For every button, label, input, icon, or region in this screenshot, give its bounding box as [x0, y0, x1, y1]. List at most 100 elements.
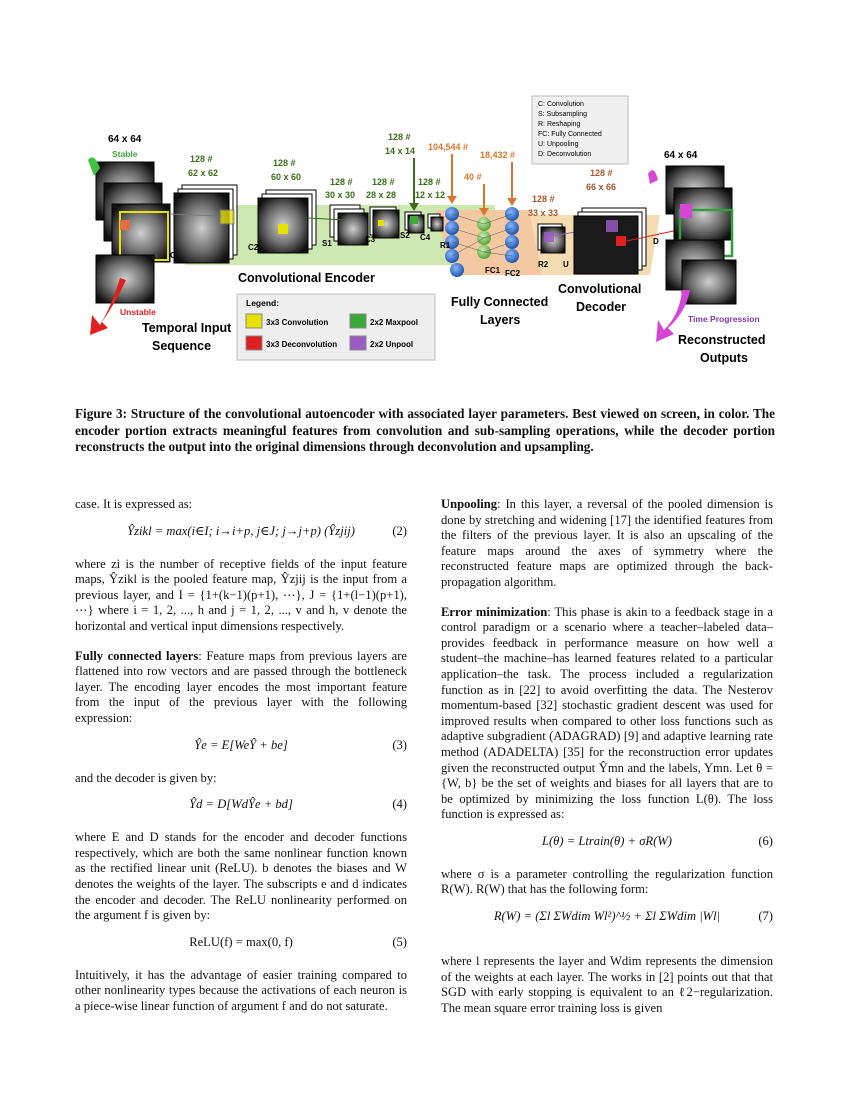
legend-unpool: 2x2 Unpool [370, 340, 413, 349]
key-item-4: U: Unpooling [538, 141, 579, 148]
legend-deconv: 3x3 Deconvolution [266, 340, 337, 349]
equation-6: L(θ) = Ltrain(θ) + σR(W) (6) [441, 831, 773, 859]
r1-label: R1 [440, 241, 451, 250]
legend-maxpool-swatch [349, 313, 367, 329]
key-item-2: R: Reshaping [538, 121, 581, 128]
equation-5-body: ReLU(f) = max(0, f) [189, 934, 293, 949]
dec-depth-1: 128 # [532, 194, 555, 204]
left-p3: where E and D stands for the encoder and… [75, 830, 407, 923]
autoencoder-figure: 64 x 64 Stable Unstable Temporal Input S… [88, 95, 766, 365]
unpool-paragraph: Unpooling: In this layer, a reversal of … [441, 497, 773, 591]
time-label: Time Progression [688, 314, 760, 324]
s1-label: S1 [322, 239, 332, 248]
legend: Legend: 3x3 Convolution 2x2 Maxpool 3x3 … [236, 293, 436, 361]
decoder-stack [573, 207, 647, 275]
c4-depth: 128 # [418, 177, 441, 187]
equation-2-number: (2) [392, 523, 407, 538]
c3-depth: 128 # [372, 177, 395, 187]
d-label: D [653, 237, 659, 246]
dec-size-1: 33 x 33 [528, 208, 558, 218]
output-title-1: Reconstructed [678, 333, 766, 347]
r2-label: R2 [538, 260, 549, 269]
equation-3-number: (3) [392, 737, 407, 752]
right-column: Unpooling: In this layer, a reversal of … [441, 497, 773, 1016]
u-label: U [563, 260, 569, 269]
s1-depth: 128 # [330, 177, 353, 187]
c3-size: 28 x 28 [366, 190, 396, 200]
c3-stack [369, 206, 400, 239]
key-item-1: S: Subsampling [538, 111, 587, 118]
s1-size: 30 x 30 [325, 190, 355, 200]
error-text: : This phase is akin to a feedback stage… [441, 604, 773, 822]
c4-stack [427, 213, 444, 232]
equation-4-body: Ŷd = D[WdŶe + bd] [189, 797, 293, 812]
stable-label: Stable [112, 149, 138, 159]
c4-size: 12 x 12 [415, 190, 445, 200]
c1-stack [173, 184, 238, 264]
equation-7-body: R(W) = (Σl ΣWdim Wl²)^½ + Σl ΣWdim |Wl| [493, 909, 721, 924]
key-item-0: C: Convolution [538, 101, 584, 108]
equation-7: R(W) = (Σl ΣWdim Wl²)^½ + Σl ΣWdim |Wl| … [441, 906, 773, 946]
abbreviation-key [531, 95, 629, 165]
time-arrow-top [648, 170, 658, 184]
left-column: case. It is expressed as: Ŷzikl = max(i∈… [75, 497, 407, 1014]
equation-3: Ŷe = E[WeŶ + be] (3) [75, 735, 407, 763]
stable-arrow [88, 157, 100, 176]
dec-title-2: Decoder [576, 300, 626, 314]
dec-title-1: Convolutional [558, 282, 641, 296]
fc-title-2: Layers [480, 313, 520, 327]
error-paragraph: Error minimization: This phase is akin t… [441, 605, 773, 823]
equation-5: ReLU(f) = max(0, f) (5) [75, 932, 407, 960]
output-stack [665, 165, 737, 305]
c2-depth: 128 # [273, 158, 296, 168]
legend-unpool-swatch [349, 335, 367, 351]
r2-stack [537, 223, 566, 254]
fc-n1: 104,544 # [428, 142, 468, 152]
left-fc-paragraph: Fully connected layers: Feature maps fro… [75, 649, 407, 727]
figure-caption: Figure 3: Structure of the convolutional… [75, 406, 775, 454]
key-item-5: D: Deconvolution [538, 151, 591, 158]
s2-size: 14 x 14 [385, 146, 415, 156]
output-size: 64 x 64 [664, 150, 698, 161]
equation-4-number: (4) [392, 797, 407, 812]
equation-6-number: (6) [758, 833, 773, 848]
equation-6-body: L(θ) = Ltrain(θ) + σR(W) [541, 833, 673, 848]
c2-stack [257, 189, 317, 254]
right-p2: where l represents the layer and Wdim re… [441, 954, 773, 1015]
fc-n2: 40 # [464, 172, 482, 182]
unstable-arrow [90, 278, 126, 335]
legend-title: Legend: [246, 298, 279, 308]
encoder-title: Convolutional Encoder [238, 271, 375, 285]
key-item-3: FC: Fully Connected [538, 131, 602, 138]
s1-stack [329, 204, 369, 246]
input-stack [95, 161, 171, 304]
fc-text: : Feature maps from previous layers are … [75, 648, 407, 725]
unpool-heading: Unpooling [441, 497, 497, 511]
legend-maxpool: 2x2 Maxpool [370, 318, 418, 327]
c2-label: C2 [248, 243, 259, 252]
input-title-1: Temporal Input [142, 321, 232, 335]
legend-conv: 3x3 Convolution [266, 318, 328, 327]
left-p2: and the decoder is given by: [75, 770, 217, 785]
s2-stack [404, 211, 425, 234]
input-title-2: Sequence [152, 339, 211, 353]
dec-size-2: 66 x 66 [586, 182, 616, 192]
fc-title-1: Fully Connected [451, 295, 548, 309]
output-title-2: Outputs [700, 351, 748, 365]
fc1-label: FC1 [485, 266, 501, 275]
equation-3-body: Ŷe = E[WeŶ + be] [194, 737, 288, 752]
left-p0: case. It is expressed as: [75, 497, 193, 511]
c1-size: 62 x 62 [188, 168, 218, 178]
right-p1: where σ is a parameter controlling the r… [441, 866, 773, 897]
unpool-text: : In this layer, a reversal of the poole… [441, 497, 773, 589]
equation-2-body: Ŷzikl = max(i∈I; i→i+p, j∈J; j→j+p) (Ŷzj… [127, 523, 355, 538]
input-size: 64 x 64 [108, 134, 142, 145]
equation-5-number: (5) [392, 934, 407, 949]
s2-depth: 128 # [388, 132, 411, 142]
c4-label: C4 [420, 233, 431, 242]
s2-label: S2 [400, 231, 410, 240]
equation-7-number: (7) [758, 909, 773, 924]
c1-depth: 128 # [190, 154, 213, 164]
time-arrow [656, 290, 690, 342]
fc-heading: Fully connected layers [75, 648, 199, 663]
